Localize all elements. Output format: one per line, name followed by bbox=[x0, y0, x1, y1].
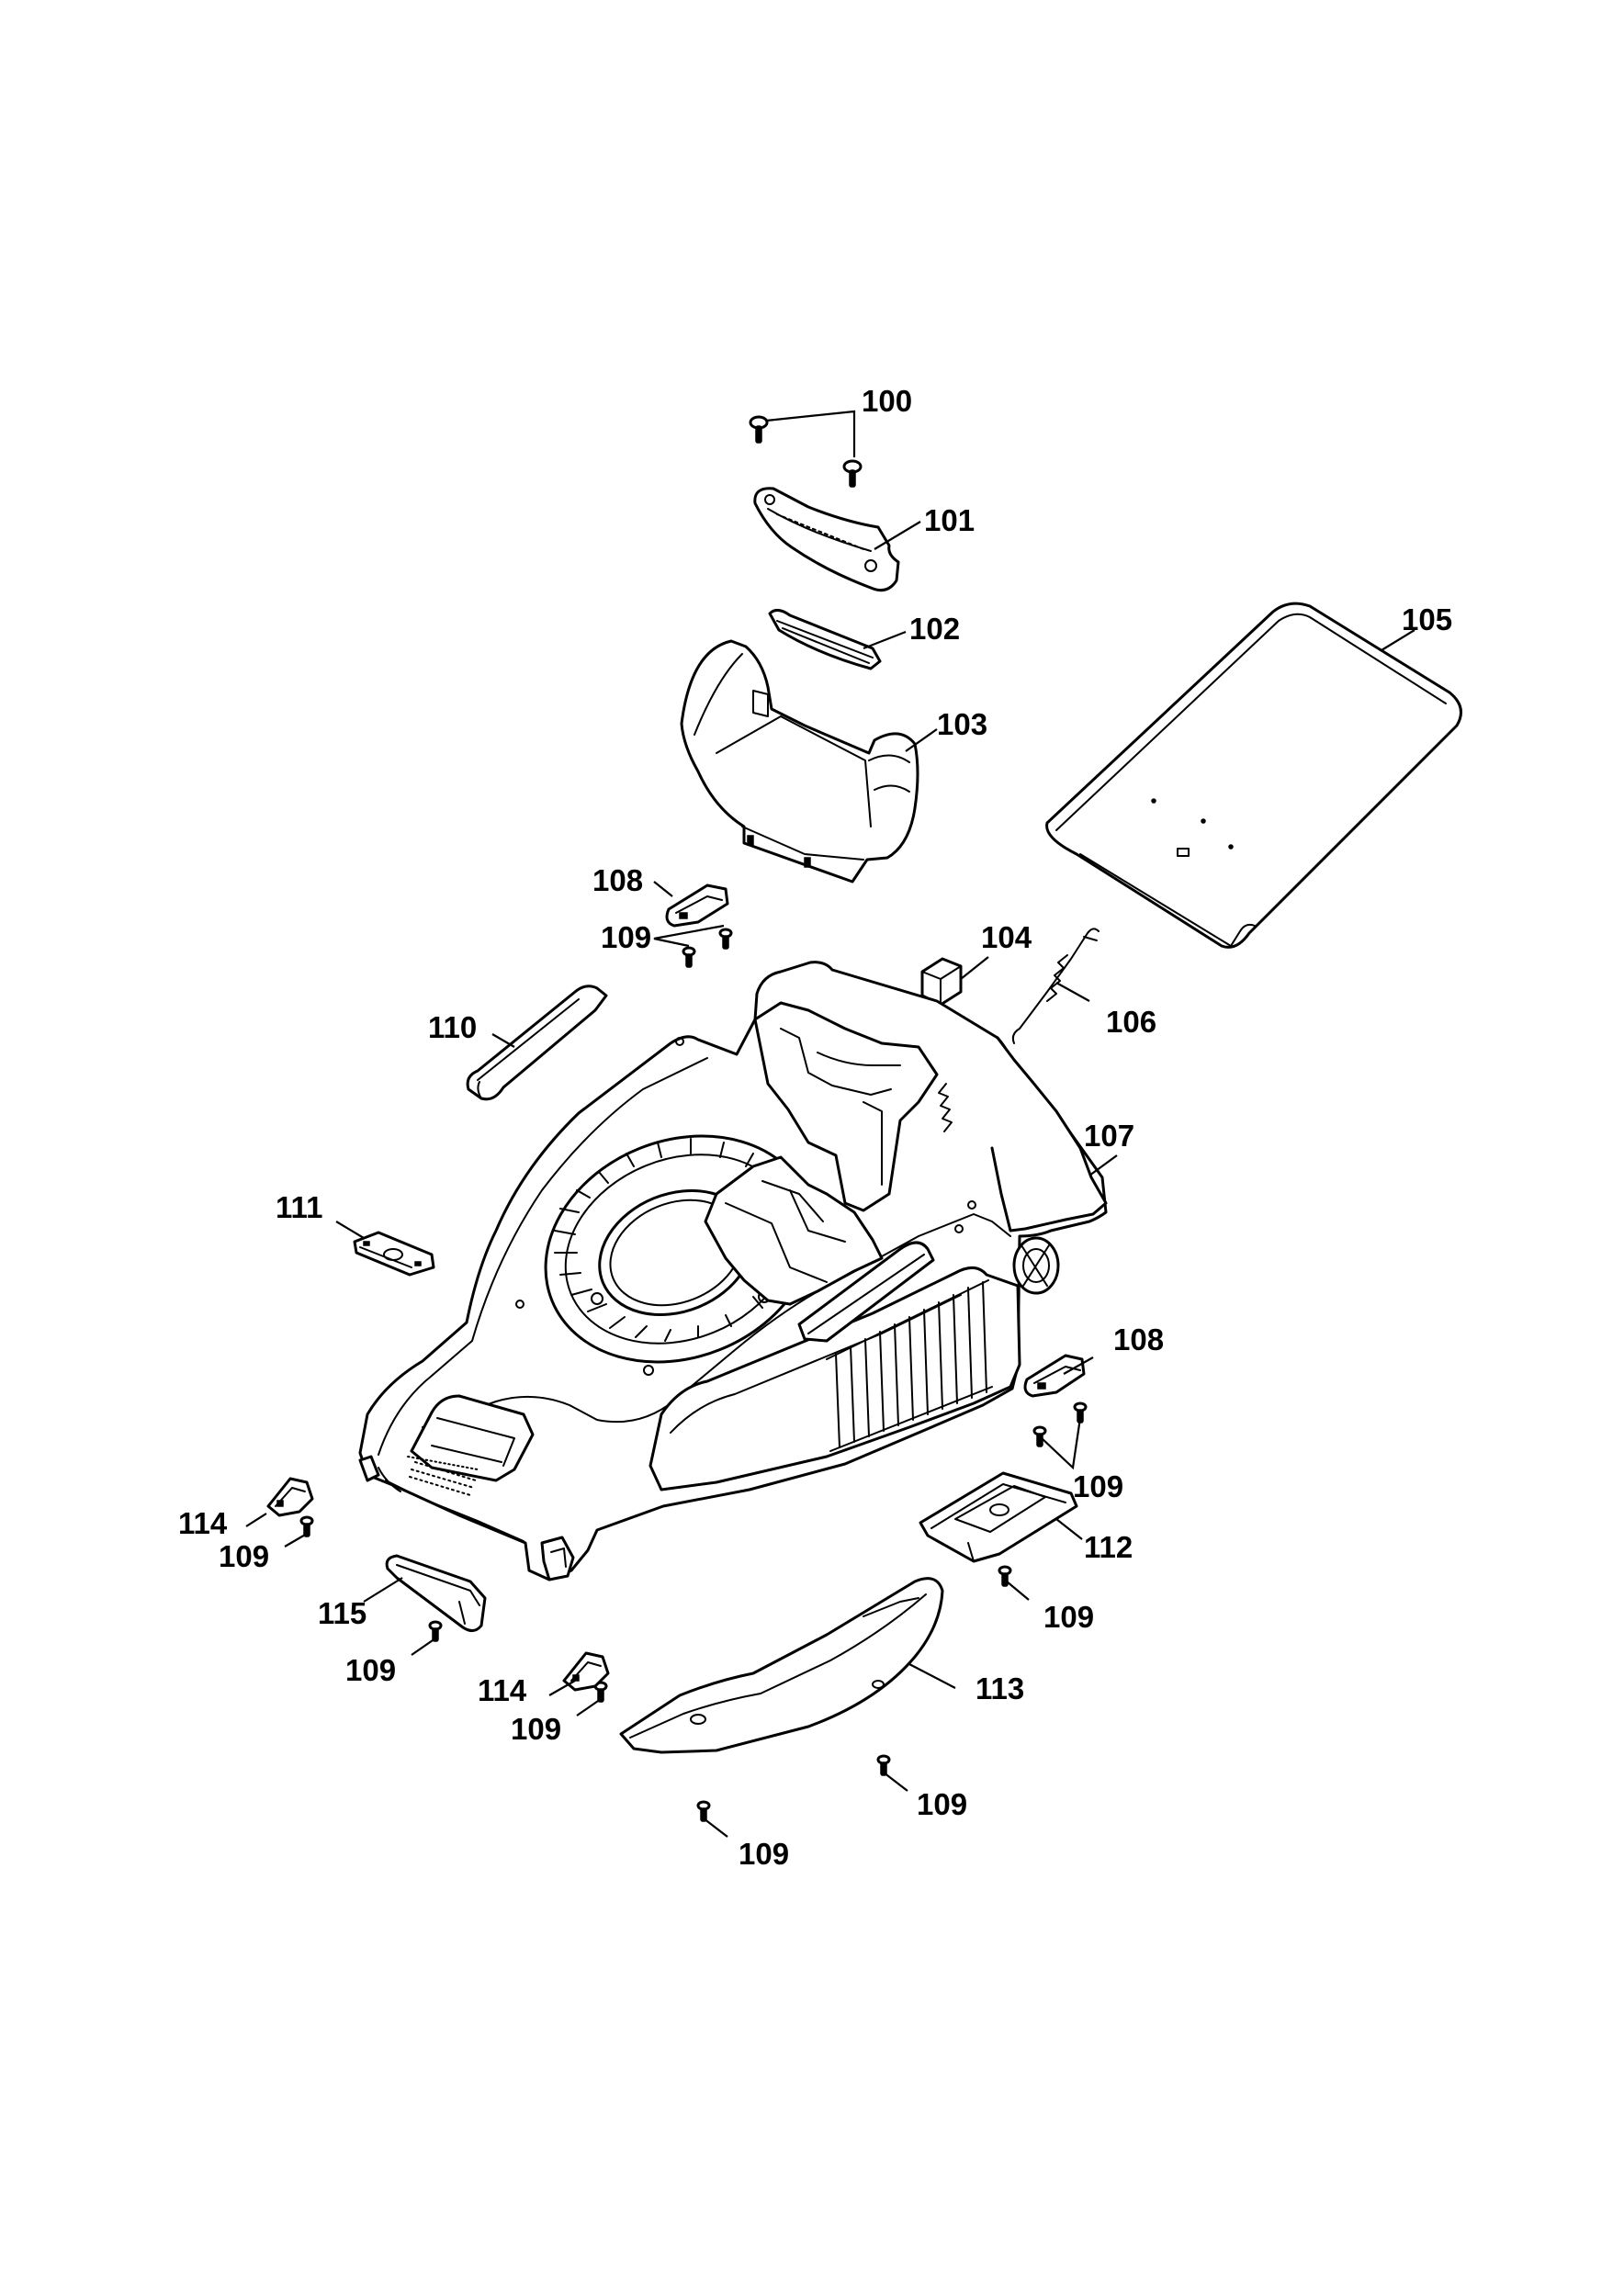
leader-lines bbox=[245, 521, 1415, 1838]
part-112-cover-plate bbox=[919, 1471, 1078, 1563]
part-106-spring bbox=[1011, 928, 1100, 1044]
callout-104: 104 bbox=[981, 920, 1032, 954]
part-109-screw-bottom-right bbox=[876, 1754, 891, 1776]
rear-wheel-mount bbox=[1012, 1236, 1060, 1295]
callout-109-lower-left: 109 bbox=[345, 1653, 396, 1687]
callout-113: 113 bbox=[976, 1671, 1024, 1705]
callout-106: 106 bbox=[1106, 1005, 1156, 1039]
side-vents bbox=[826, 1279, 993, 1452]
part-105-lid bbox=[1045, 602, 1462, 949]
callout-labels: 100 101 102 103 104 105 106 107 108 108 … bbox=[178, 384, 1452, 1871]
part-102-insert bbox=[768, 609, 882, 670]
callout-109-lower-mid: 109 bbox=[511, 1712, 561, 1746]
callout-109-mid-right: 109 bbox=[1043, 1600, 1094, 1634]
callout-110: 110 bbox=[428, 1010, 477, 1044]
callout-112: 112 bbox=[1084, 1530, 1133, 1564]
part-113-side-skirt bbox=[619, 1577, 944, 1754]
callout-109-bottom-right: 109 bbox=[917, 1787, 967, 1821]
callout-102: 102 bbox=[909, 612, 960, 646]
callout-115: 115 bbox=[318, 1596, 367, 1630]
callout-114-mid: 114 bbox=[478, 1673, 527, 1707]
part-110-trim bbox=[466, 985, 608, 1101]
part-109-screw-right-b bbox=[1073, 1401, 1088, 1424]
callout-114-left: 114 bbox=[178, 1506, 228, 1540]
callout-100: 100 bbox=[862, 384, 912, 418]
part-114-latch-left bbox=[266, 1477, 314, 1517]
callout-108-top: 108 bbox=[592, 863, 643, 897]
part-100-screws bbox=[749, 410, 863, 488]
part-109-screw-top-b bbox=[682, 946, 696, 968]
callout-107: 107 bbox=[1084, 1119, 1134, 1153]
part-109-screw-bottom bbox=[696, 1800, 711, 1822]
callout-108-right: 108 bbox=[1113, 1322, 1164, 1356]
part-103-rear-housing bbox=[680, 639, 919, 884]
part-111-plate bbox=[353, 1231, 435, 1277]
part-108-clip-top bbox=[665, 884, 729, 928]
part-115-bar bbox=[385, 1554, 487, 1632]
callout-109-right: 109 bbox=[1073, 1469, 1123, 1503]
part-109-screw-lower-left bbox=[428, 1620, 443, 1642]
callout-109-top: 109 bbox=[601, 920, 651, 954]
part-101-handle-cover bbox=[753, 487, 900, 592]
callout-109-bottom: 109 bbox=[739, 1837, 789, 1871]
front-vent-dots bbox=[407, 1456, 479, 1470]
callout-109-left: 109 bbox=[219, 1539, 269, 1573]
screw-100-right bbox=[842, 459, 863, 488]
callout-111: 111 bbox=[276, 1190, 322, 1224]
callout-103: 103 bbox=[937, 707, 987, 741]
callout-101: 101 bbox=[924, 503, 975, 537]
part-109-screw-top-a bbox=[718, 928, 733, 950]
callout-105: 105 bbox=[1402, 602, 1452, 636]
front-grille bbox=[409, 1461, 477, 1496]
part-109-screw-right-a bbox=[1032, 1425, 1047, 1447]
screw-100-left bbox=[749, 415, 769, 444]
part-109-screw-left bbox=[299, 1515, 314, 1537]
part-108-clip-right bbox=[1023, 1354, 1086, 1398]
part-107-mower-deck bbox=[358, 961, 1108, 1581]
part-109-screw-mid-right bbox=[998, 1565, 1012, 1587]
